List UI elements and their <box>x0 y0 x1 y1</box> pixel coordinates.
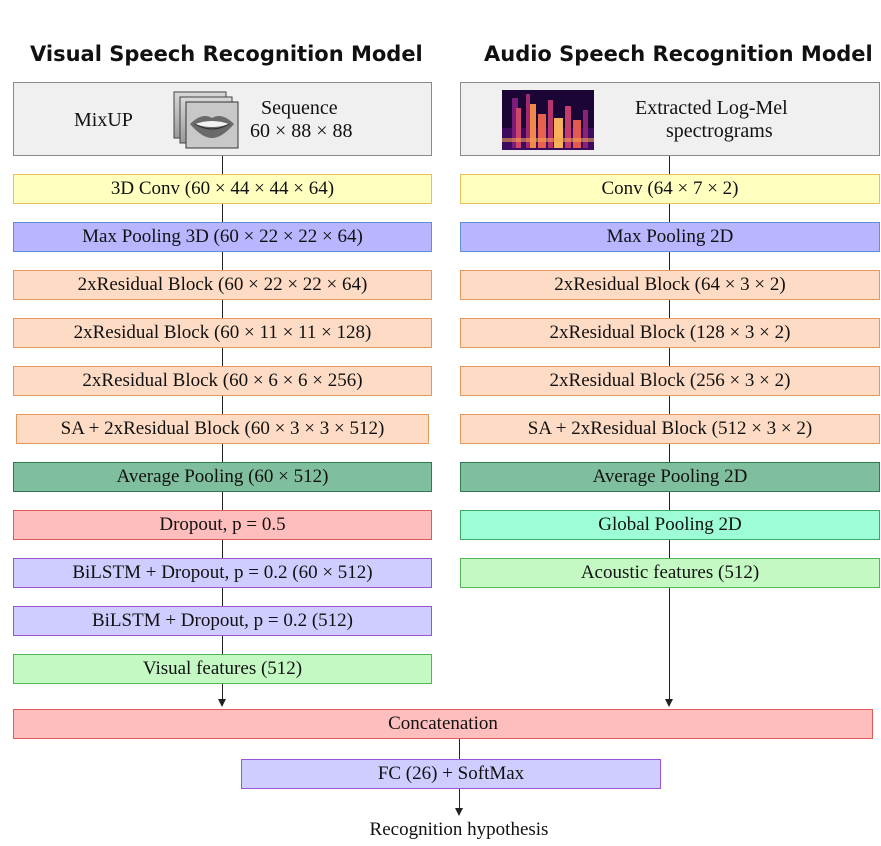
visual-model-title: Visual Speech Recognition Model <box>30 42 423 66</box>
visual-features-block: Visual features (512) <box>13 654 432 684</box>
visual-arrowhead <box>218 699 226 707</box>
logmel-label-line1: Extracted Log-Mel <box>635 97 788 119</box>
audio-residual-block-3: 2xResidual Block (256 × 3 × 2) <box>460 366 880 396</box>
output-arrowhead <box>455 808 463 816</box>
audio-sa-residual-block: SA + 2xResidual Block (512 × 3 × 2) <box>460 414 880 444</box>
fc-softmax-block: FC (26) + SoftMax <box>241 759 661 789</box>
audio-avgpool-block: Average Pooling 2D <box>460 462 880 492</box>
fc-connector <box>459 788 460 810</box>
concat-connector <box>459 739 460 759</box>
audio-maxpool2d-block: Max Pooling 2D <box>460 222 880 252</box>
audio-residual-block-1: 2xResidual Block (64 × 3 × 2) <box>460 270 880 300</box>
sequence-label: Sequence <box>261 97 338 119</box>
visual-bilstm-block-2: BiLSTM + Dropout, p = 0.2 (512) <box>13 606 432 636</box>
audio-residual-block-2: 2xResidual Block (128 × 3 × 2) <box>460 318 880 348</box>
audio-model-title: Audio Speech Recognition Model <box>484 42 873 66</box>
visual-conv3d-block: 3D Conv (60 × 44 × 44 × 64) <box>13 174 432 204</box>
recognition-hypothesis-label: Recognition hypothesis <box>369 819 549 840</box>
audio-input-box: Extracted Log-Mel spectrograms <box>460 82 880 156</box>
spectrogram-image <box>502 90 594 150</box>
audio-globalpool-block: Global Pooling 2D <box>460 510 880 540</box>
visual-residual-block-1: 2xResidual Block (60 × 22 × 22 × 64) <box>13 270 432 300</box>
visual-residual-block-2: 2xResidual Block (60 × 11 × 11 × 128) <box>13 318 432 348</box>
visual-dropout-block: Dropout, p = 0.5 <box>13 510 432 540</box>
visual-bilstm-block-1: BiLSTM + Dropout, p = 0.2 (60 × 512) <box>13 558 432 588</box>
visual-maxpool3d-block: Max Pooling 3D (60 × 22 × 22 × 64) <box>13 222 432 252</box>
audio-arrowhead <box>665 699 673 707</box>
audio-conv-block: Conv (64 × 7 × 2) <box>460 174 880 204</box>
visual-sa-residual-block: SA + 2xResidual Block (60 × 3 × 3 × 512) <box>16 414 429 444</box>
sequence-dims: 60 × 88 × 88 <box>250 120 353 142</box>
logmel-label-line2: spectrograms <box>666 120 773 142</box>
mixup-label: MixUP <box>74 109 133 131</box>
lip-frames-image <box>173 91 239 149</box>
acoustic-features-block: Acoustic features (512) <box>460 558 880 588</box>
visual-input-box: MixUP Sequence 60 × 88 × 88 <box>13 82 432 156</box>
concatenation-block: Concatenation <box>13 709 873 739</box>
visual-residual-block-3: 2xResidual Block (60 × 6 × 6 × 256) <box>13 366 432 396</box>
visual-avgpool-block: Average Pooling (60 × 512) <box>13 462 432 492</box>
